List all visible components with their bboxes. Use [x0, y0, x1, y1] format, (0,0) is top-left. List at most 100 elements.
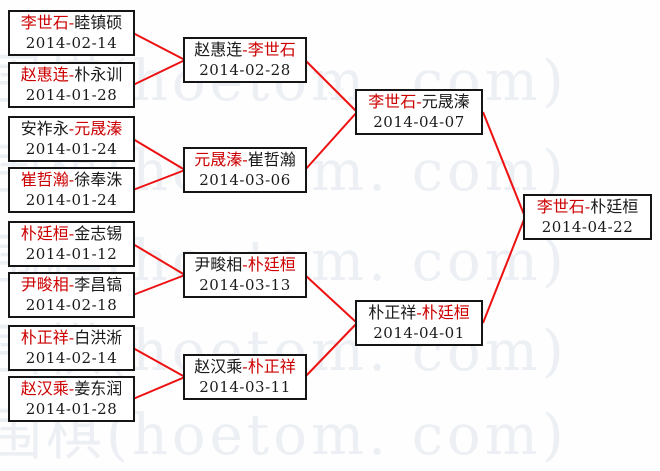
bracket-connector: [132, 59, 186, 86]
match-box-r1-7[interactable]: 朴正祥-白洪淅 2014-02-14: [8, 325, 135, 371]
match-players: 赵汉乘-朴正祥: [194, 356, 295, 377]
match-box-r1-5[interactable]: 朴廷桓-金志锡 2014-01-12: [8, 221, 135, 267]
bracket-connector: [132, 169, 186, 191]
bracket-connector: [132, 243, 186, 276]
name-separator: -: [68, 65, 75, 84]
bracket-connector: [304, 111, 358, 171]
match-date: 2014-03-06: [199, 171, 291, 189]
match-date: 2014-02-18: [25, 296, 118, 314]
player-name: 崔哲瀚: [20, 170, 69, 189]
player-name: 元晟溱: [194, 150, 243, 169]
player-name: 元晟溱: [74, 119, 123, 138]
player-name: 安祚永: [20, 119, 69, 138]
bracket-connector: [304, 59, 358, 113]
match-players: 安祚永-元晟溱: [21, 118, 122, 139]
match-players: 元晟溱-崔哲瀚: [194, 149, 295, 170]
match-players: 朴正祥-白洪淅: [21, 327, 122, 348]
name-separator: -: [68, 119, 75, 138]
bracket-connector: [132, 32, 186, 61]
match-date: 2014-01-12: [25, 245, 118, 263]
name-separator: -: [68, 328, 75, 347]
player-name: 尹畯相: [194, 255, 243, 274]
player-name: 赵惠连: [20, 65, 69, 84]
match-players: 李世石-元晟溱: [368, 91, 469, 112]
player-name: 睦镇硕: [74, 13, 123, 32]
bracket-connector: [132, 274, 186, 296]
player-name: 朴廷桓: [20, 224, 69, 243]
match-players: 尹畯相-朴廷桓: [194, 254, 295, 275]
match-date: 2014-04-22: [541, 218, 634, 236]
bracket-connector: [482, 216, 526, 324]
player-name: 赵惠连: [194, 40, 243, 59]
match-date: 2014-02-28: [199, 61, 291, 79]
player-name: 赵汉乘: [20, 379, 69, 398]
match-players: 朴廷桓-金志锡: [21, 223, 122, 244]
name-separator: -: [68, 170, 75, 189]
match-players: 赵惠连-朴永训: [21, 64, 122, 85]
match-box-r2-2[interactable]: 元晟溱-崔哲瀚 2014-03-06: [183, 147, 307, 193]
player-name: 元晟溱: [421, 92, 470, 111]
match-box-r1-1[interactable]: 李世石-睦镇硕 2014-02-14: [8, 10, 135, 56]
match-box-r2-1[interactable]: 赵惠连-李世石 2014-02-28: [183, 37, 307, 83]
name-separator: -: [242, 150, 248, 169]
player-name: 崔哲瀚: [247, 150, 296, 169]
player-name: 白洪淅: [74, 328, 123, 347]
match-box-r2-4[interactable]: 赵汉乘-朴正祥 2014-03-11: [183, 354, 307, 400]
name-separator: -: [242, 357, 248, 376]
match-box-r1-3[interactable]: 安祚永-元晟溱 2014-01-24: [8, 116, 135, 162]
player-name: 李世石: [368, 92, 417, 111]
player-name: 朴廷桓: [247, 255, 296, 274]
player-name: 徐奉洙: [74, 170, 123, 189]
match-date: 2014-03-11: [199, 378, 291, 396]
match-box-sf-1[interactable]: 李世石-元晟溱 2014-04-07: [355, 89, 483, 135]
match-box-final[interactable]: 李世石-朴廷桓 2014-04-22: [523, 194, 652, 240]
player-name: 朴廷桓: [590, 197, 639, 216]
match-box-r1-6[interactable]: 尹畯相-李昌镐 2014-02-18: [8, 272, 135, 318]
match-players: 李世石-睦镇硕: [21, 12, 122, 33]
match-box-r1-8[interactable]: 赵汉乘-姜东润 2014-01-28: [8, 376, 135, 422]
match-date: 2014-04-07: [373, 113, 465, 131]
player-name: 李世石: [536, 197, 585, 216]
match-date: 2014-04-01: [373, 324, 465, 342]
name-separator: -: [416, 92, 422, 111]
name-separator: -: [416, 303, 422, 322]
player-name: 朴正祥: [247, 357, 296, 376]
match-box-r2-3[interactable]: 尹畯相-朴廷桓 2014-03-13: [183, 252, 307, 298]
match-players: 赵惠连-李世石: [194, 39, 295, 60]
match-players: 尹畯相-李昌镐: [21, 274, 122, 295]
player-name: 赵汉乘: [194, 357, 243, 376]
name-separator: -: [68, 13, 75, 32]
bracket-connector: [304, 274, 358, 324]
bracket-connector: [132, 347, 186, 378]
name-separator: -: [242, 255, 248, 274]
player-name: 朴正祥: [20, 328, 69, 347]
match-box-r1-4[interactable]: 崔哲瀚-徐奉洙 2014-01-24: [8, 167, 135, 213]
player-name: 朴廷桓: [421, 303, 470, 322]
match-date: 2014-02-14: [25, 349, 118, 367]
name-separator: -: [68, 379, 75, 398]
bracket-connectors: [132, 32, 526, 400]
player-name: 李世石: [20, 13, 69, 32]
match-date: 2014-01-28: [25, 400, 118, 418]
match-date: 2014-01-24: [25, 191, 118, 209]
match-box-r1-2[interactable]: 赵惠连-朴永训 2014-01-28: [8, 62, 135, 108]
player-name: 姜东润: [74, 379, 123, 398]
match-players: 崔哲瀚-徐奉洙: [21, 169, 122, 190]
match-date: 2014-02-14: [25, 34, 118, 52]
match-date: 2014-01-28: [25, 86, 118, 104]
name-separator: -: [242, 40, 248, 59]
name-separator: -: [68, 224, 75, 243]
player-name: 李世石: [247, 40, 296, 59]
match-date: 2014-01-24: [25, 140, 118, 158]
match-players: 李世石-朴廷桓: [537, 196, 638, 217]
player-name: 尹畯相: [20, 275, 69, 294]
player-name: 朴永训: [74, 65, 123, 84]
match-box-sf-2[interactable]: 朴正祥-朴廷桓 2014-04-01: [355, 300, 483, 346]
player-name: 朴正祥: [368, 303, 417, 322]
bracket-connector: [482, 111, 526, 218]
match-players: 赵汉乘-姜东润: [21, 378, 122, 399]
name-separator: -: [584, 197, 591, 216]
player-name: 金志锡: [74, 224, 123, 243]
match-players: 朴正祥-朴廷桓: [368, 302, 469, 323]
bracket-connector: [132, 376, 186, 400]
